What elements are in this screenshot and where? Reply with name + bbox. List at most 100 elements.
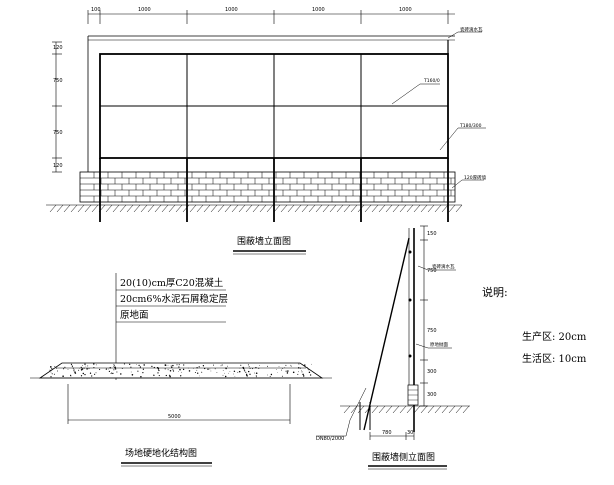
aggregate-dot	[246, 375, 248, 377]
side-bottom-dimension	[369, 432, 415, 440]
width-dim-text: 5000	[168, 414, 181, 420]
aggregate-dot	[224, 372, 225, 374]
side-elevation: 150 750 750 300 300	[316, 225, 470, 470]
aggregate-dot	[110, 373, 112, 375]
side-dimension-line	[420, 225, 428, 407]
aggregate-dot	[249, 368, 251, 370]
aggregate-dot	[196, 369, 198, 371]
left-dim-1: 750	[53, 78, 63, 84]
side-dim-2: 750	[427, 328, 437, 334]
aggregate-dot	[178, 370, 179, 372]
aggregate-dot	[80, 375, 83, 377]
aggregate-dot	[198, 366, 200, 368]
label-roof: 瓷砖滴水瓦	[460, 26, 483, 33]
aggregate-dot	[140, 375, 142, 378]
aggregate-dot	[79, 367, 80, 369]
layer-concrete: 20(10)cm厚C20混凝土	[120, 277, 224, 289]
aggregate-dot	[57, 370, 59, 372]
aggregate-dot	[233, 370, 236, 373]
aggregate-dot	[171, 366, 173, 368]
aggregate-dot	[109, 367, 111, 369]
ground-hatch	[357, 204, 365, 213]
aggregate-dot	[81, 368, 84, 370]
ground-hatch	[385, 204, 393, 213]
aggregate-dot	[89, 372, 92, 374]
aggregate-dot	[237, 371, 239, 373]
aggregate-dot	[197, 372, 199, 374]
aggregate-dot	[121, 368, 123, 370]
aggregate-dot	[180, 375, 182, 377]
aggregate-dot	[183, 364, 185, 366]
aggregate-dot	[240, 364, 242, 366]
aggregate-dot	[311, 363, 312, 365]
aggregate-dot	[259, 365, 260, 367]
aggregate-dot	[210, 370, 212, 372]
note-production: 生产区: 20cm	[522, 330, 587, 343]
aggregate-dot	[116, 371, 118, 373]
aggregate-dot	[172, 364, 174, 367]
pavement-title: 场地硬地化结构图	[125, 447, 197, 459]
ground-hatch	[448, 204, 456, 213]
aggregate-dot	[254, 372, 255, 374]
top-dimension-line	[87, 10, 455, 24]
ground-hatch	[350, 204, 358, 213]
aggregate-dot	[169, 369, 172, 372]
wall-section	[407, 228, 419, 432]
ground-hatch	[224, 204, 232, 213]
aggregate-dot	[187, 367, 189, 369]
aggregate-dot	[201, 371, 203, 373]
side-dim-1: 750	[427, 268, 437, 274]
aggregate-dot	[252, 368, 253, 370]
ground-hatch	[98, 204, 106, 213]
ground-hatch	[266, 204, 274, 213]
aggregate-dot	[267, 374, 269, 376]
aggregate-dot	[307, 369, 309, 371]
aggregate-dot	[286, 372, 289, 374]
aggregate-dot	[99, 368, 101, 371]
aggregate-dot	[113, 369, 115, 371]
aggregate-dot	[214, 368, 216, 370]
left-dimension-line	[52, 41, 62, 173]
ground-hatch	[56, 204, 64, 213]
ground-hatch	[63, 204, 71, 213]
aggregate-dot	[137, 370, 139, 372]
aggregate-dot	[167, 369, 169, 371]
aggregate-dot	[55, 367, 57, 369]
aggregate-dot	[255, 372, 258, 375]
aggregate-dot	[108, 370, 111, 373]
aggregate-dot	[70, 375, 72, 377]
aggregate-dot	[309, 374, 312, 376]
ground-hatch	[273, 204, 281, 213]
ground-hatch	[49, 204, 57, 213]
coping	[87, 35, 455, 172]
aggregate-dot	[297, 367, 300, 369]
top-dim-2: 1000	[225, 7, 238, 13]
aggregate-dot	[153, 366, 155, 369]
aggregate-dot	[84, 373, 86, 376]
ground-hatch	[420, 405, 428, 414]
aggregate-dot	[153, 374, 155, 377]
aggregate-dot	[285, 370, 287, 372]
posts	[99, 158, 449, 222]
aggregate-dot	[95, 364, 97, 366]
leaders-side	[316, 265, 456, 437]
ground-hatch	[357, 405, 365, 414]
aggregate-dot	[227, 365, 228, 367]
ground-hatch	[105, 204, 113, 213]
aggregate-dot	[50, 376, 52, 378]
ground-hatch	[168, 204, 176, 213]
aggregate-dot	[91, 375, 93, 377]
aggregate-dot	[255, 376, 257, 378]
ground-hatch	[343, 405, 351, 414]
aggregate-dot	[105, 368, 108, 370]
top-dim-4: 1000	[399, 7, 412, 13]
notes-heading: 说明:	[482, 285, 508, 299]
aggregate-dot	[82, 365, 83, 366]
ground-hatch	[441, 405, 449, 414]
aggregate-dot	[131, 374, 134, 376]
ground-hatch	[378, 405, 386, 414]
aggregate-dot	[139, 366, 142, 368]
ground-hatch	[427, 204, 435, 213]
bolts	[408, 250, 412, 358]
ground-hatch	[420, 204, 428, 213]
